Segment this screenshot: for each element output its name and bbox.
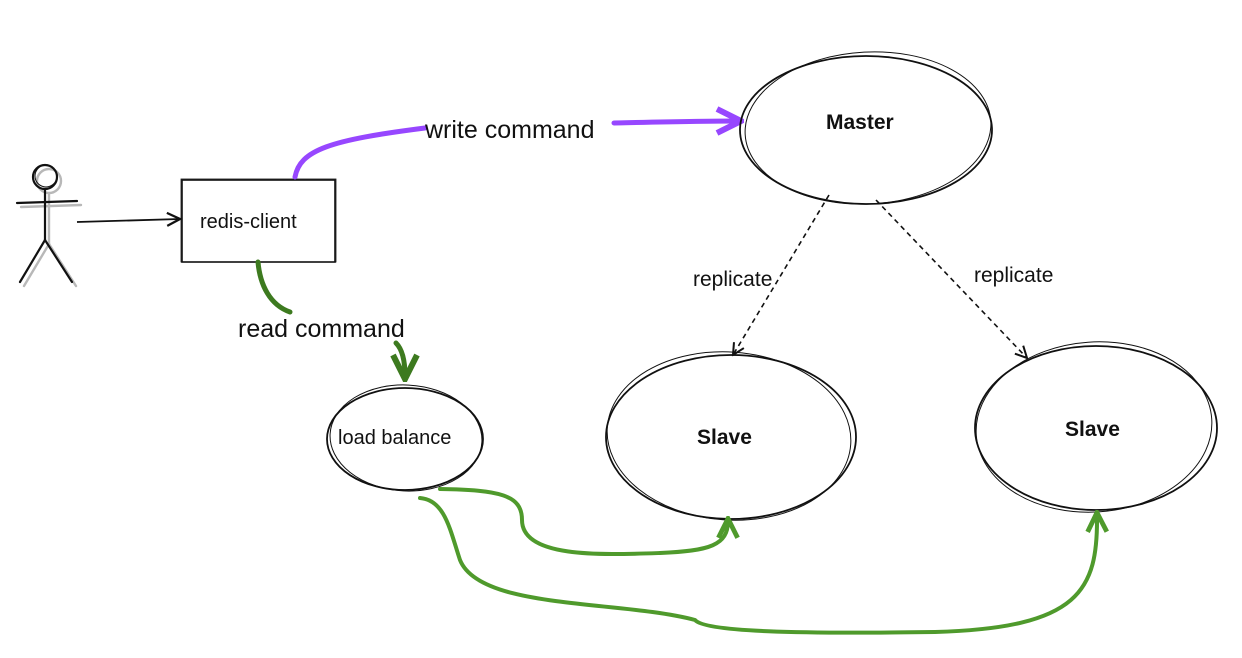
slave-left-label: Slave (697, 426, 752, 449)
write-command-edge-tail (611, 121, 738, 123)
replicate-left-label: replicate (693, 268, 773, 291)
read-command-edge-tail (396, 340, 405, 376)
balance-to-slave-right-edge (418, 496, 1097, 635)
slave-right-label: Slave (1065, 418, 1120, 441)
write-command-edge (292, 125, 428, 180)
load-balance-node (326, 384, 484, 492)
master-label: Master (826, 111, 894, 134)
replicate-right-edge (875, 199, 1027, 358)
balance-to-slave-left-edge (438, 487, 728, 557)
redis-client-label: redis-client (200, 211, 297, 233)
master-node (739, 51, 993, 205)
read-command-label: read command (238, 315, 405, 343)
write-command-label: write command (425, 116, 595, 144)
stick-figure-icon (15, 163, 83, 288)
user-to-client-edge (76, 219, 180, 222)
replicate-left-edge (733, 194, 830, 355)
replicate-right-label: replicate (974, 264, 1054, 287)
load-balance-label: load balance (338, 427, 452, 449)
read-command-edge (255, 259, 293, 315)
